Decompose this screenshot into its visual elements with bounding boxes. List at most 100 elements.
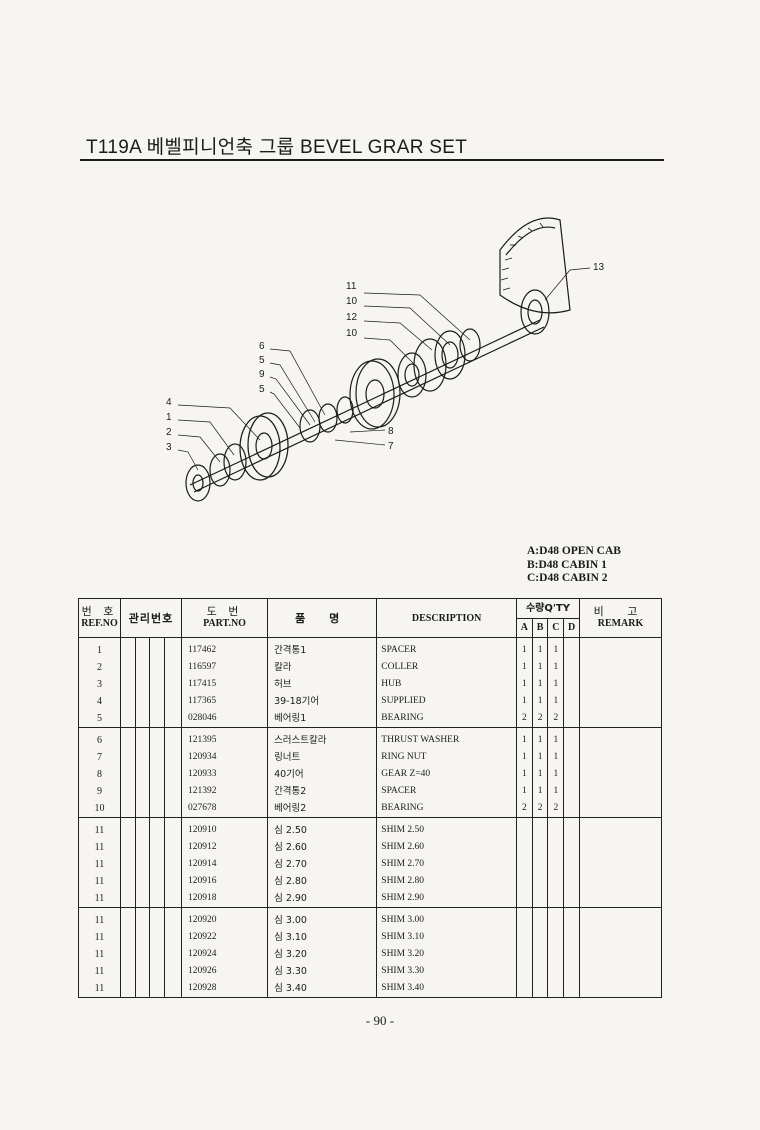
cell-b <box>531 890 549 908</box>
cell-a: 1 <box>515 659 533 676</box>
cell-c <box>547 980 565 998</box>
cell-empty <box>164 817 182 839</box>
cell-desc: SHIM 3.40 <box>376 980 517 998</box>
cell-b <box>531 980 549 998</box>
cell-part: 120933 <box>180 766 269 783</box>
cell-a: 1 <box>515 693 533 710</box>
cell-ref: 11 <box>78 856 121 873</box>
cell-part: 120916 <box>180 873 269 890</box>
cell-empty <box>149 980 166 998</box>
cell-c: 1 <box>547 637 565 659</box>
cell-empty <box>149 676 166 693</box>
cell-ref: 10 <box>78 800 121 818</box>
cell-part: 027678 <box>180 800 269 818</box>
cell-empty <box>120 727 136 749</box>
cell-ref: 11 <box>78 890 121 908</box>
cell-a <box>515 946 533 963</box>
cell-empty <box>134 980 151 998</box>
parts-table: 번 호 REF.NO 관리번호 도 번 PART.NO 품 명 DESCRIPT… <box>78 598 662 998</box>
callout-13: 13 <box>593 262 605 273</box>
cell-desc: SHIM 3.30 <box>376 963 517 980</box>
cell-empty <box>120 817 136 839</box>
cell-ref: 2 <box>78 659 121 676</box>
cell-empty <box>149 817 166 839</box>
cell-empty <box>579 727 662 749</box>
cell-empty <box>120 749 136 766</box>
cell-part: 117365 <box>180 693 269 710</box>
cell-a <box>515 963 533 980</box>
cell-part: 028046 <box>180 710 269 728</box>
cell-empty <box>134 839 151 856</box>
cell-part: 116597 <box>180 659 269 676</box>
cell-kor: 간격통1 <box>267 637 378 659</box>
cell-part: 120934 <box>180 749 269 766</box>
cell-ref: 8 <box>78 766 121 783</box>
callout-9: 9 <box>259 369 265 380</box>
cell-empty <box>563 637 580 659</box>
cell-a: 1 <box>515 637 533 659</box>
cell-empty <box>120 929 136 946</box>
header-description: DESCRIPTION <box>376 598 517 638</box>
cell-ref: 11 <box>78 980 121 998</box>
cell-empty <box>120 907 136 929</box>
cell-empty <box>579 963 662 980</box>
cell-c <box>547 890 565 908</box>
cell-empty <box>120 963 136 980</box>
cell-empty <box>120 839 136 856</box>
cell-desc: GEAR Z=40 <box>376 766 517 783</box>
cell-kor: 스러스트칼라 <box>267 727 378 749</box>
cell-empty <box>134 637 151 659</box>
cell-ref: 4 <box>78 693 121 710</box>
cell-kor: 심 2.50 <box>267 817 378 839</box>
cell-desc: SHIM 2.80 <box>376 873 517 890</box>
cell-kor: 심 2.60 <box>267 839 378 856</box>
cell-empty <box>579 890 662 908</box>
cell-empty <box>579 659 662 676</box>
cell-empty <box>579 766 662 783</box>
cell-empty <box>563 839 580 856</box>
cell-desc: COLLER <box>376 659 517 676</box>
cell-empty <box>120 856 136 873</box>
cell-kor: 39-18기어 <box>267 693 378 710</box>
cell-part: 121392 <box>180 783 269 800</box>
cell-empty <box>149 946 166 963</box>
cell-a <box>515 907 533 929</box>
cell-ref: 11 <box>78 817 121 839</box>
callout-12: 12 <box>346 312 358 323</box>
cell-desc: BEARING <box>376 800 517 818</box>
cell-kor: 심 3.10 <box>267 929 378 946</box>
cell-b: 1 <box>531 749 549 766</box>
cell-empty <box>563 727 580 749</box>
header-qty-c: C <box>547 618 565 638</box>
cell-kor: 간격통2 <box>267 783 378 800</box>
cell-empty <box>120 873 136 890</box>
cell-empty <box>579 693 662 710</box>
header-remark: 비 고 REMARK <box>579 598 662 638</box>
cell-empty <box>164 766 182 783</box>
header-qty: 수량Q'TY <box>515 598 581 619</box>
cell-kor: 베어링2 <box>267 800 378 818</box>
cell-kor: 심 3.00 <box>267 907 378 929</box>
cell-kor: 심 3.20 <box>267 946 378 963</box>
cell-empty <box>134 946 151 963</box>
cell-desc: SHIM 2.60 <box>376 839 517 856</box>
cell-empty <box>164 929 182 946</box>
cell-empty <box>579 749 662 766</box>
cell-empty <box>134 749 151 766</box>
header-qty-a: A <box>515 618 533 638</box>
cell-empty <box>120 676 136 693</box>
cell-kor: 심 3.40 <box>267 980 378 998</box>
cell-empty <box>120 659 136 676</box>
cell-a <box>515 890 533 908</box>
cell-empty <box>563 980 580 998</box>
cell-empty <box>149 856 166 873</box>
cell-empty <box>149 710 166 728</box>
